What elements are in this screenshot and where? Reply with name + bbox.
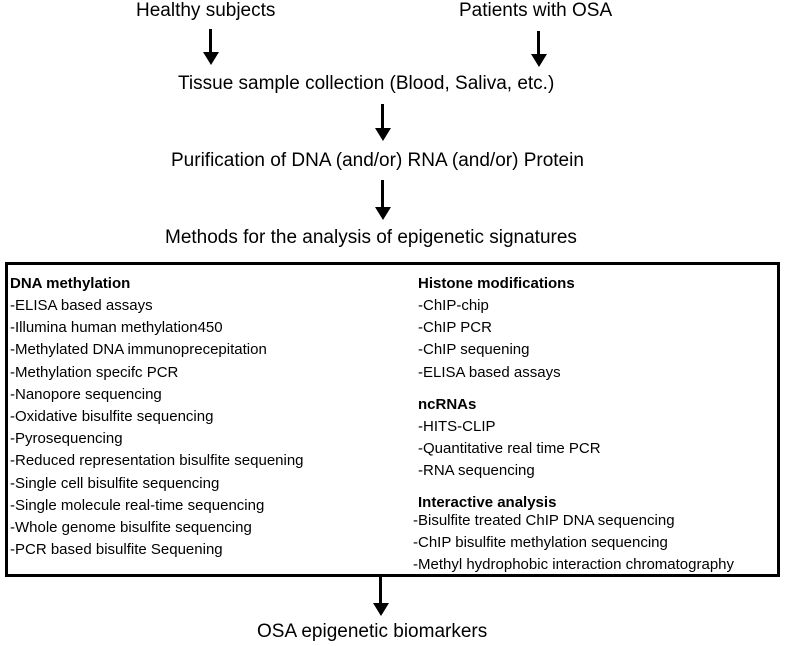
list-item: -RNA sequencing: [418, 462, 535, 480]
list-item: -Illumina human methylation450: [10, 319, 223, 337]
ncrnas-title: ncRNAs: [418, 395, 477, 413]
list-item: -Single cell bisulfite sequencing: [10, 474, 220, 492]
step-methods: Methods for the analysis of epigenetic s…: [165, 227, 577, 248]
list-item: -Whole genome bisulfite sequencing: [10, 518, 252, 536]
interactive-analysis-title: Interactive analysis: [418, 494, 557, 512]
dna-methylation-section: DNA methylation -ELISA based assays -Ill…: [10, 272, 304, 561]
list-item: -Methyl hydrophobic interaction chromato…: [413, 556, 734, 574]
list-item: -Reduced representation bisulfite sequen…: [10, 452, 304, 470]
step-collection: Tissue sample collection (Blood, Saliva,…: [178, 73, 555, 94]
down-arrow-collection: [375, 104, 391, 141]
dna-methylation-title: DNA methylation: [10, 275, 131, 292]
interactive-analysis-list: -Bisulfite treated ChIP DNA sequencing -…: [413, 510, 734, 577]
step-result: OSA epigenetic biomarkers: [257, 621, 488, 642]
list-item: -Oxidative bisulfite sequencing: [10, 407, 214, 425]
list-item: -Pyrosequencing: [10, 430, 123, 448]
list-item: -HITS-CLIP: [418, 417, 496, 435]
list-item: -ELISA based assays: [418, 363, 561, 381]
list-item: -PCR based bisulfite Sequening: [10, 541, 223, 559]
list-item: -ChIP bisulfite methylation sequencing: [413, 534, 668, 552]
down-arrow-patients: [531, 31, 547, 67]
list-item: -Single molecule real-time sequencing: [10, 496, 265, 514]
list-item: -ChIP sequening: [418, 341, 530, 359]
down-arrow-box: [373, 577, 389, 616]
down-arrow-healthy: [203, 29, 219, 65]
patients-osa-label: Patients with OSA: [459, 0, 613, 21]
list-item: -ELISA based assays: [10, 297, 153, 314]
list-item: -Bisulfite treated ChIP DNA sequencing: [413, 512, 675, 529]
methods-box: [5, 262, 780, 577]
list-item: -ChIP PCR: [418, 319, 492, 337]
list-item: -Methylation specifc PCR: [10, 363, 179, 381]
list-item: -Methylated DNA immunoprecepitation: [10, 341, 267, 359]
list-item: -Quantitative real time PCR: [418, 439, 601, 457]
list-item: -ChIP-chip: [418, 297, 489, 314]
healthy-subjects-label: Healthy subjects: [136, 0, 276, 21]
histone-modifications-title: Histone modifications: [418, 275, 575, 292]
down-arrow-purification: [375, 180, 391, 220]
histone-modifications-section: Histone modifications -ChIP-chip -ChIP P…: [418, 272, 601, 514]
list-item: -Nanopore sequencing: [10, 385, 162, 403]
step-purification: Purification of DNA (and/or) RNA (and/or…: [171, 150, 584, 171]
